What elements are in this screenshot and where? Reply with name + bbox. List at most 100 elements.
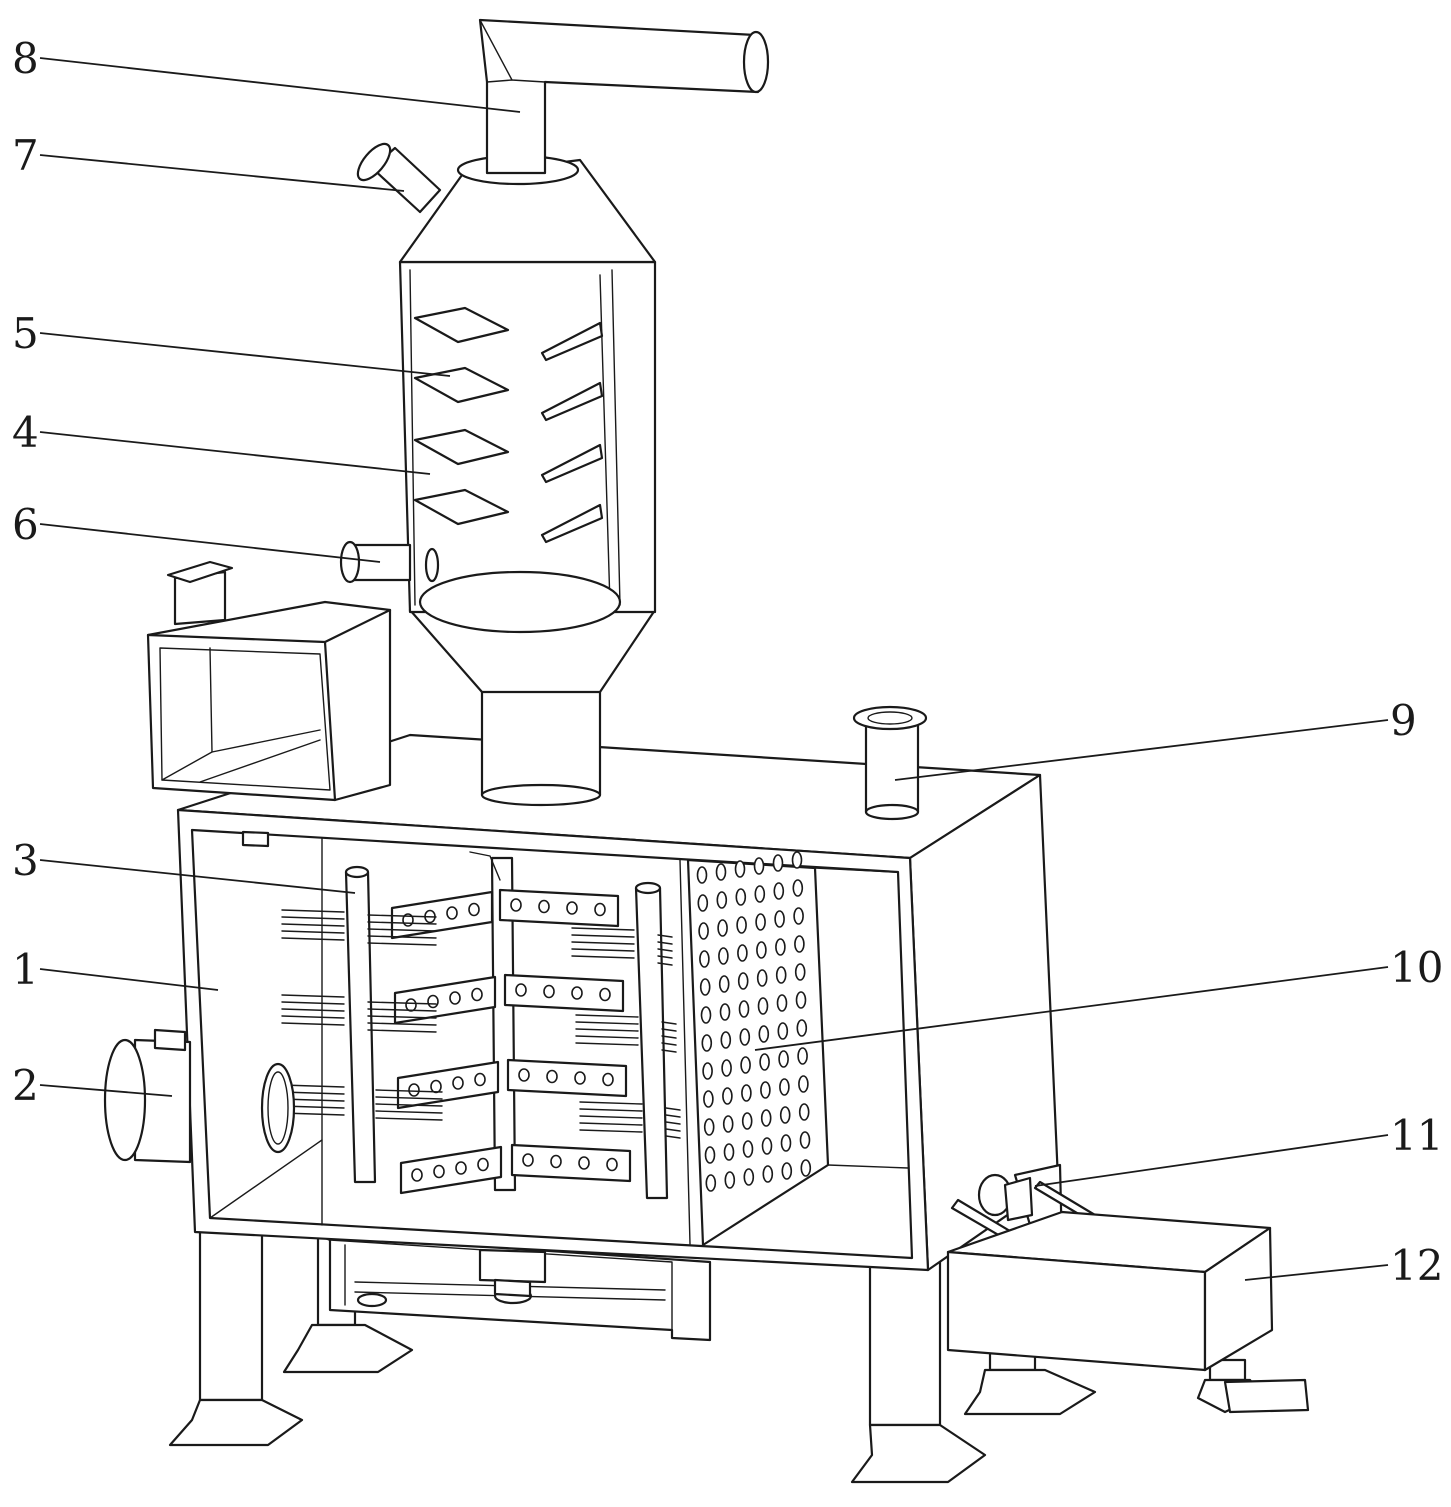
separator-column (398, 154, 657, 807)
brush-bristle (575, 1021, 639, 1025)
paddle-hole (433, 1164, 445, 1179)
drive-frame (316, 1233, 712, 1342)
plate-hole (737, 944, 748, 962)
stirrer-assembly (281, 851, 681, 1200)
callout-2: 2 (12, 1061, 39, 1110)
brush-bristle (575, 1035, 639, 1039)
callout-7: 7 (12, 131, 39, 180)
plate-hole (761, 1137, 773, 1155)
brush-bristle (579, 1108, 643, 1112)
plate-hole (743, 1168, 755, 1186)
callout-9: 9 (1390, 696, 1417, 745)
plate-hole (779, 1106, 791, 1124)
plate-hole (759, 1053, 770, 1071)
brush-bristle (281, 909, 345, 913)
callout-11: 11 (1390, 1111, 1444, 1160)
plate-hole (717, 919, 728, 937)
plate-hole (775, 938, 786, 956)
callout-12: 12 (1390, 1241, 1444, 1290)
brush-bristle (281, 916, 345, 920)
plate-hole (739, 1028, 751, 1046)
plate-hole (699, 978, 711, 996)
paddle-hole (546, 1069, 558, 1084)
plate-hole (794, 963, 806, 981)
baffle-right (540, 443, 604, 484)
brush-bristle (657, 948, 673, 952)
brush-bristle (575, 1028, 639, 1032)
plate-hole (701, 1034, 713, 1052)
brush-bristle (367, 942, 437, 946)
paddle-hole (515, 983, 527, 997)
baffle-left (413, 306, 510, 344)
brush-bristle (367, 914, 437, 918)
plate-hole (780, 1134, 792, 1152)
plate-hole (798, 1103, 810, 1121)
plate-hole (742, 1140, 754, 1158)
paddle-hole (446, 906, 458, 920)
discharge-trough (946, 1210, 1310, 1414)
paddle-hole (468, 902, 480, 917)
brush-bristle (657, 962, 673, 966)
brush-bristle (661, 1035, 677, 1039)
plate-hole (756, 969, 768, 987)
baffle-right (540, 381, 604, 422)
baffle-left (413, 366, 510, 404)
plate-hole (795, 991, 807, 1009)
brush-bristle (367, 921, 437, 925)
plate-hole (697, 894, 709, 912)
top-port (852, 705, 928, 821)
brush-bristle (281, 1015, 345, 1019)
brush-bristle (281, 1022, 345, 1026)
plate-hole (758, 1025, 770, 1043)
plate-hole (792, 879, 804, 897)
plate-hole (741, 1084, 752, 1102)
perforated-plate (686, 851, 909, 1247)
brush-bristle (367, 1008, 437, 1012)
brush-bristle (575, 1042, 639, 1046)
paddle-hole (522, 1153, 534, 1167)
paddle-hole (474, 1072, 486, 1087)
plate-hole (716, 891, 728, 909)
brush-bristle (375, 1089, 443, 1093)
brush-bristle (367, 1001, 437, 1005)
paddle-hole (427, 994, 439, 1009)
baffle-left (413, 428, 510, 466)
plate-hole (741, 1112, 753, 1130)
callout-8: 8 (12, 34, 39, 83)
brush-bristle (375, 1110, 443, 1114)
plate-hole (722, 1087, 733, 1105)
plate-hole (755, 913, 766, 931)
paddle-right (503, 973, 625, 1013)
plate-hole (772, 854, 784, 872)
plate-hole (698, 922, 709, 940)
plate-hole (793, 907, 804, 925)
plate-hole (724, 1171, 736, 1189)
paddle-right (506, 1058, 628, 1098)
callout-10: 10 (1390, 943, 1444, 992)
upper-nozzle (356, 142, 442, 214)
callout-5: 5 (12, 309, 39, 358)
brush-bristle (367, 928, 437, 932)
paddle-hole (408, 1083, 420, 1097)
paddle-hole (574, 1071, 586, 1085)
brush-bristle (571, 948, 635, 952)
baffle-right (540, 321, 604, 362)
paddle-hole (430, 1079, 442, 1094)
brush-bristle (571, 941, 635, 945)
brush-bristle (665, 1135, 681, 1139)
paddle-hole (602, 1072, 614, 1087)
brush-bristle (579, 1122, 643, 1126)
plate-hole (796, 1019, 808, 1037)
plate-hole (720, 1031, 732, 1049)
plate-hole (760, 1081, 771, 1099)
plate-hole (703, 1118, 715, 1136)
paddle-hole (518, 1068, 530, 1082)
brush-bristle (281, 930, 345, 934)
callout-6: 6 (12, 500, 39, 549)
plate-hole (799, 1131, 811, 1149)
plate-hole (797, 1047, 808, 1065)
paddle-hole (405, 998, 417, 1012)
callout-1: 1 (12, 945, 39, 994)
paddle-right (498, 888, 620, 928)
plate-hole (794, 935, 805, 953)
